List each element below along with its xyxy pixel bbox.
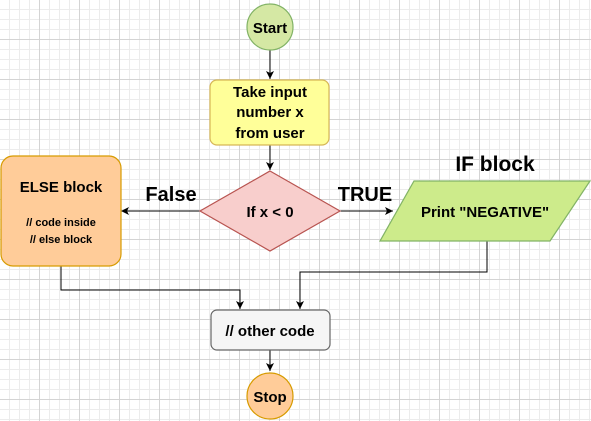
else-block-line-2: // else block — [30, 234, 93, 246]
stop-shape — [246, 372, 294, 420]
arrow-else-to-other — [60, 266, 244, 309]
else-block-title: ELSE block — [20, 179, 103, 196]
arrow-if-to-other — [296, 241, 488, 309]
input-shape — [209, 79, 330, 146]
decision-shape — [198, 170, 342, 252]
other-code-shape — [210, 309, 331, 351]
false-label: False — [145, 184, 196, 206]
true-label: TRUE — [338, 184, 392, 206]
else-block-shape — [0, 155, 122, 267]
if-block-shape — [378, 180, 591, 242]
if-block-node[interactable]: Print "NEGATIVE" — [378, 180, 591, 242]
input-node[interactable]: Take input number x from user — [209, 79, 330, 146]
stop-label: Stop — [253, 389, 286, 406]
stop-node[interactable]: Stop — [246, 372, 294, 420]
decision-node[interactable]: If x < 0 — [198, 170, 342, 252]
decision-label: If x < 0 — [246, 204, 293, 221]
input-line-3: from user — [235, 125, 304, 142]
start-shape — [246, 3, 294, 51]
connectors — [60, 50, 488, 371]
start-label: Start — [253, 20, 287, 37]
other-code-node[interactable]: // other code — [210, 309, 331, 351]
if-block-label: Print "NEGATIVE" — [421, 204, 549, 221]
if-block-title: IF block — [455, 153, 535, 176]
else-block-node[interactable]: ELSE block // code inside // else block — [0, 155, 122, 267]
input-line-1: Take input — [233, 84, 307, 101]
input-line-2: number x — [236, 104, 304, 121]
else-block-line-1: // code inside — [26, 217, 96, 229]
other-code-label: // other code — [225, 323, 314, 340]
start-node[interactable]: Start — [246, 3, 294, 51]
